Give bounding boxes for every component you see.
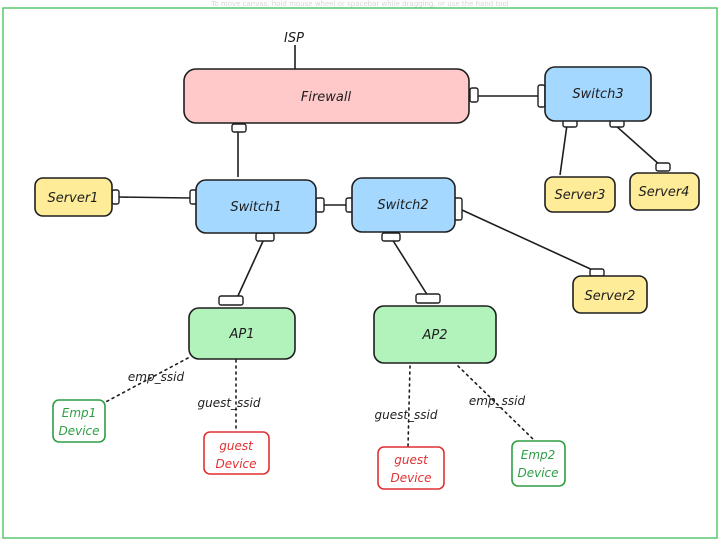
guest2-device-box <box>377 446 445 490</box>
ap1-node[interactable]: AP1 <box>188 307 296 360</box>
canvas-hint: To move canvas, hold mouse wheel or spac… <box>211 0 509 8</box>
switch3-server3-link <box>559 124 568 176</box>
ap2-port <box>415 293 441 304</box>
server2-box <box>572 275 648 314</box>
ap1-guest-ssid-label: guest_ssid <box>197 396 260 410</box>
emp1-device-label-line1: Emp1 <box>62 406 97 420</box>
switch1-port-right <box>315 197 325 213</box>
switch1-label: Switch1 <box>230 200 281 215</box>
server3-label: Server3 <box>555 188 606 203</box>
server4-label: Server4 <box>639 185 690 200</box>
server3-box <box>544 176 616 213</box>
connections <box>117 45 662 299</box>
emp1-device-box <box>52 399 106 443</box>
firewall-box <box>183 68 470 124</box>
switch2-ap2-link <box>391 238 429 297</box>
ap1-emp-ssid-label: emp_ssid <box>128 370 185 384</box>
ap2-node[interactable]: AP2 <box>373 305 497 364</box>
switch3-box <box>544 66 652 122</box>
server4-node[interactable]: Server4 <box>629 172 700 211</box>
diagram-frame <box>2 7 718 539</box>
switch3-server4-link <box>614 124 662 167</box>
emp2-device-label-line1: Emp2 <box>521 448 556 462</box>
firewall-label: Firewall <box>301 90 352 105</box>
guest2-device-label-line2: Device <box>390 471 431 485</box>
ap1-port <box>218 295 244 306</box>
ap1-emp1-wireless <box>99 357 189 406</box>
switch1-ap1-link <box>236 238 265 299</box>
firewall-port-bottom <box>231 123 247 133</box>
guest2-device-node[interactable]: guest Device <box>377 446 445 490</box>
ports <box>111 84 671 306</box>
server1-node[interactable]: Server1 <box>34 177 113 217</box>
firewall-node[interactable]: Firewall <box>183 68 470 124</box>
server2-port <box>589 268 605 277</box>
switch3-label: Switch3 <box>572 87 623 102</box>
guest1-device-label-line1: guest <box>219 439 254 453</box>
guest1-device-box <box>203 431 270 475</box>
server1-box <box>34 177 113 217</box>
emp2-device-box <box>511 440 566 487</box>
ap2-emp2-wireless <box>457 365 535 441</box>
switch3-node[interactable]: Switch3 <box>544 66 652 122</box>
ap2-label: AP2 <box>421 328 447 343</box>
ap1-label: AP1 <box>228 327 254 342</box>
ap2-emp-ssid-label: emp_ssid <box>469 394 526 408</box>
wireless-links <box>99 357 535 448</box>
switch1-node[interactable]: Switch1 <box>195 179 317 234</box>
ap2-guest-ssid-label: guest_ssid <box>374 408 437 422</box>
server3-node[interactable]: Server3 <box>544 176 616 213</box>
switch1-port-bottom <box>255 232 275 242</box>
server1-port <box>111 189 120 205</box>
server1-switch1-link <box>117 196 191 199</box>
guest1-device-node[interactable]: guest Device <box>203 431 270 475</box>
emp1-device-label-line2: Device <box>58 424 99 438</box>
switch2-server2-link <box>461 209 598 273</box>
isp-label: ISP <box>284 31 304 46</box>
switch2-port-bottom <box>381 232 401 242</box>
server1-label: Server1 <box>48 191 99 206</box>
emp2-device-label-line2: Device <box>517 466 558 480</box>
server2-label: Server2 <box>585 289 636 304</box>
switch2-node[interactable]: Switch2 <box>351 177 456 233</box>
firewall-port-right <box>469 87 479 103</box>
guest1-device-label-line2: Device <box>215 457 256 471</box>
ap2-box <box>373 305 497 364</box>
ap1-box <box>188 307 296 360</box>
server4-box <box>629 172 700 211</box>
switch2-box <box>351 177 456 233</box>
emp2-device-node[interactable]: Emp2 Device <box>511 440 566 487</box>
emp1-device-node[interactable]: Emp1 Device <box>52 399 106 443</box>
switch2-label: Switch2 <box>377 198 428 213</box>
ap2-guest2-wireless <box>407 365 411 448</box>
guest2-device-label-line1: guest <box>394 453 429 467</box>
switch1-box <box>195 179 317 234</box>
server4-port <box>655 162 671 172</box>
switch3-port-left <box>537 84 546 108</box>
server2-node[interactable]: Server2 <box>572 275 648 314</box>
